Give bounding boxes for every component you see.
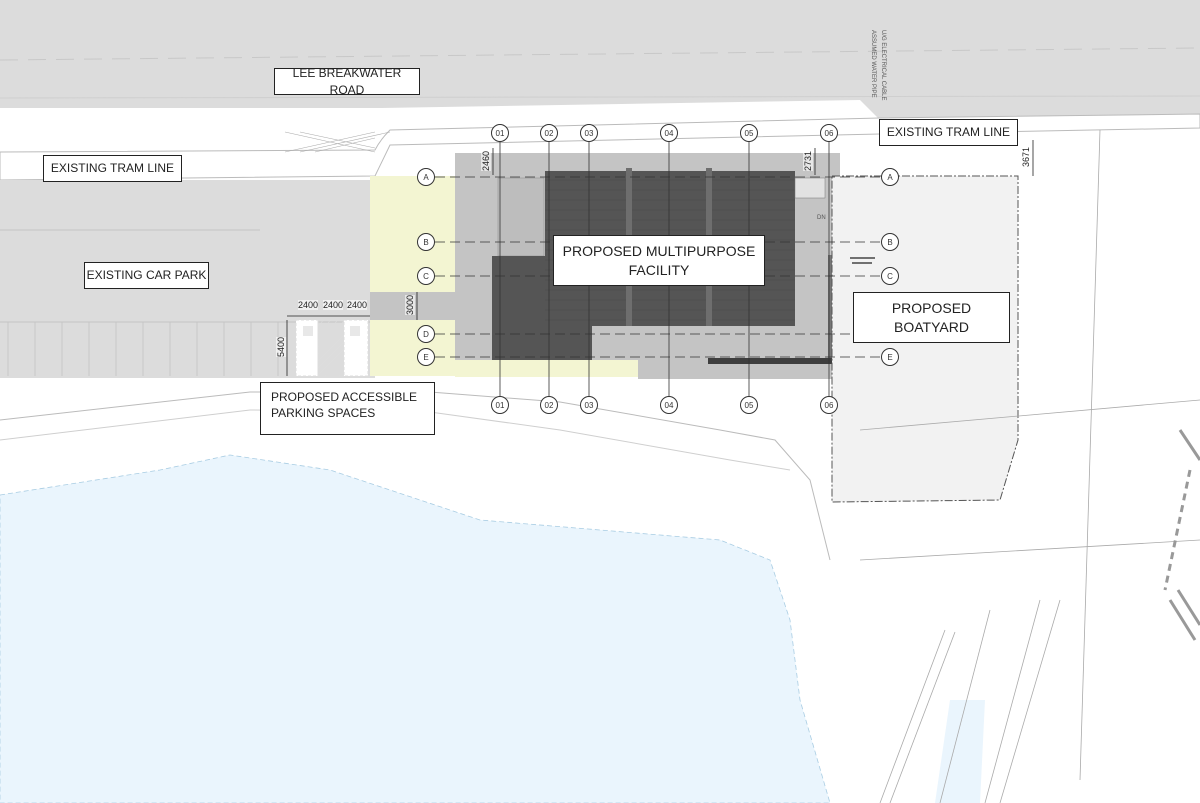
dim-tram-offset: 3671 — [1021, 146, 1032, 168]
accessible-bay-2 — [343, 319, 369, 377]
boatyard-label-line-1: PROPOSED — [891, 299, 972, 316]
grid-bubble-col-03-bottom: 03 — [580, 396, 598, 414]
grid-bubble-row-c-left: C — [417, 267, 435, 285]
slipway-water — [935, 700, 985, 803]
road-centerline — [0, 47, 1200, 61]
grid-bubble-row-a-right: A — [881, 168, 899, 186]
shared-zone — [317, 319, 345, 377]
dim-bay-depth: 5400 — [276, 336, 287, 358]
accessible-symbol-icon — [350, 326, 360, 336]
services-note-water: ASSUMED WATER PIPE — [870, 30, 876, 98]
car-park-bays — [7, 322, 279, 376]
building-room — [497, 177, 545, 257]
grid-bubble-col-06-bottom: 06 — [820, 396, 838, 414]
dim-path-width: 3000 — [405, 294, 416, 316]
grid-bubble-col-05-top: 05 — [740, 124, 758, 142]
grid-bubble-col-06-top: 06 — [820, 124, 838, 142]
contour-line — [0, 409, 791, 471]
grid-bubble-row-b-right: B — [881, 233, 899, 251]
harbour-water — [0, 454, 831, 803]
landscape-area-south — [455, 360, 640, 377]
grid-bubble-row-e-right: E — [881, 348, 899, 366]
dim-bay-width-2: 2400 — [323, 300, 344, 310]
road-marking — [1168, 429, 1200, 641]
dim-setback-right: 2731 — [803, 150, 814, 172]
grid-bubble-row-c-right: C — [881, 267, 899, 285]
stair-dn-note: DN — [817, 215, 826, 221]
dim-bay-width-3: 2400 — [347, 300, 368, 310]
label-existing-tram-line-right: EXISTING TRAM LINE — [879, 119, 1018, 146]
road-edge — [0, 95, 1200, 99]
dimension-lines — [286, 140, 1034, 376]
access-route — [1163, 469, 1192, 591]
grid-bubble-col-02-bottom: 02 — [540, 396, 558, 414]
dim-bay-width-1: 2400 — [298, 300, 319, 310]
south-canopy — [708, 358, 836, 364]
grid-bubble-row-d-left: D — [417, 325, 435, 343]
grid-bubble-col-01-bottom: 01 — [491, 396, 509, 414]
road-surface — [0, 0, 1200, 122]
facility-label-line-2: FACILITY — [628, 261, 690, 278]
landscape-area — [370, 176, 460, 376]
dim-setback-left: 2460 — [481, 150, 492, 172]
label-proposed-boatyard: PROPOSED BOATYARD — [853, 292, 1010, 343]
services-note-electrical: U/G ELECTRICAL CABLE — [880, 30, 886, 101]
accessible-symbol-icon — [303, 326, 313, 336]
label-existing-car-park: EXISTING CAR PARK — [84, 262, 209, 289]
grid-bubble-row-a-left: A — [417, 168, 435, 186]
label-existing-tram-line-left: EXISTING TRAM LINE — [43, 155, 182, 182]
grid-bubble-row-b-left: B — [417, 233, 435, 251]
facility-label-line-1: PROPOSED MULTIPURPOSE — [562, 242, 756, 259]
jetties — [859, 129, 1200, 803]
east-wall — [828, 255, 834, 360]
grid-rows — [435, 176, 880, 358]
parking-label-line-2: PARKING SPACES — [271, 406, 376, 421]
stair — [794, 177, 826, 199]
boatyard-label-line-2: BOATYARD — [894, 318, 969, 335]
label-lee-breakwater-road: LEE BREAKWATER ROAD — [274, 66, 420, 97]
grid-bubble-col-03-top: 03 — [580, 124, 598, 142]
tram-crossing-hatch — [284, 131, 391, 153]
grid-bubble-col-04-bottom: 04 — [660, 396, 678, 414]
label-proposed-accessible-parking: PROPOSED ACCESSIBLE PARKING SPACES — [260, 382, 435, 435]
grid-bubble-col-02-top: 02 — [540, 124, 558, 142]
grid-bubble-col-04-top: 04 — [660, 124, 678, 142]
grid-bubble-col-01-top: 01 — [491, 124, 509, 142]
label-proposed-multipurpose-facility: PROPOSED MULTIPURPOSE FACILITY — [553, 235, 765, 286]
parking-label-line-1: PROPOSED ACCESSIBLE — [271, 390, 418, 404]
grid-bubble-col-05-bottom: 05 — [740, 396, 758, 414]
grid-bubble-row-e-left: E — [417, 348, 435, 366]
